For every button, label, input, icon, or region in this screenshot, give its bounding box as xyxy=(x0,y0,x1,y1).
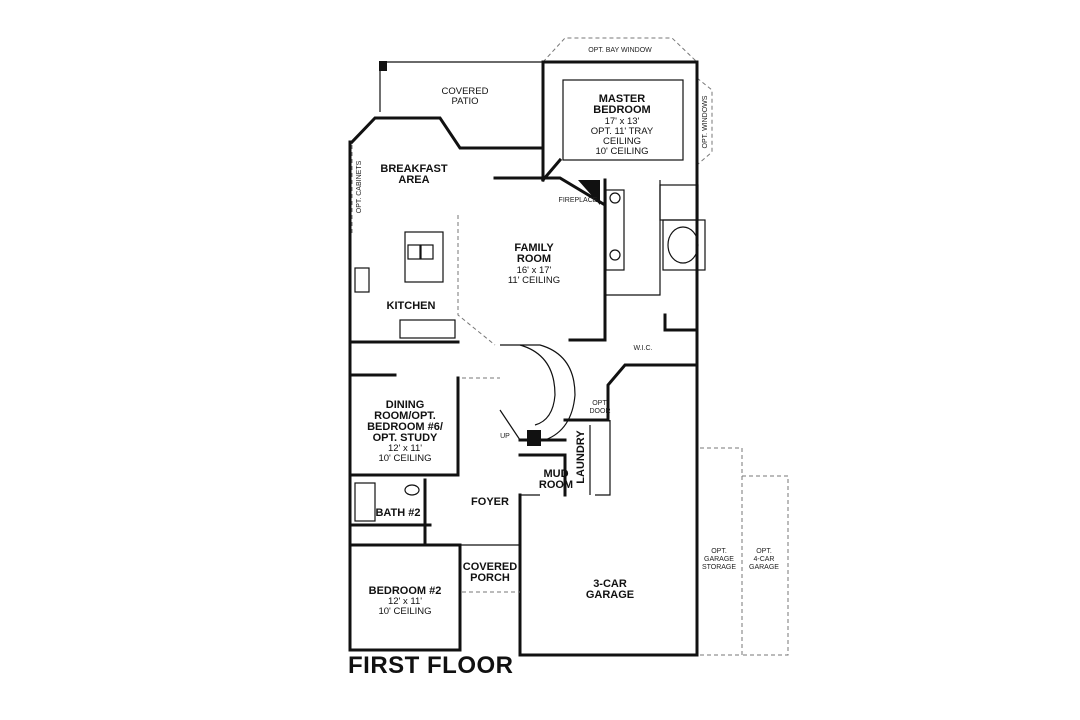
wic-note: W.I.C. xyxy=(633,345,652,352)
label-line: BEDROOM #6/ xyxy=(367,421,443,433)
label-line: 4-CAR xyxy=(753,556,774,563)
garage-storage-note: OPT. GARAGE STORAGE xyxy=(702,548,736,571)
label-line: 16' x 17' xyxy=(517,265,552,276)
label-line: OPT. xyxy=(711,548,727,555)
opt-door-note: OPT. DOOR xyxy=(590,400,611,415)
label-line: ROOM xyxy=(517,253,551,265)
label-line: ROOM/OPT. xyxy=(374,410,436,422)
bath-2-label: BATH #2 xyxy=(375,507,420,519)
label-line: COVERED xyxy=(442,86,489,97)
mud-room-label: MUD ROOM xyxy=(539,468,573,491)
optional-elements xyxy=(351,37,789,656)
label-line: BREAKFAST xyxy=(380,163,448,175)
label-line: OPT. xyxy=(592,400,608,407)
stairs-up-note: UP xyxy=(500,433,510,440)
dining-room-label: DINING ROOM/OPT. BEDROOM #6/ OPT. STUDY … xyxy=(367,399,443,464)
kitchen-label: KITCHEN xyxy=(387,300,436,312)
label-line: 11' CEILING xyxy=(508,275,560,286)
bedroom-2-label: BEDROOM #2 12' x 11' 10' CEILING xyxy=(369,585,442,617)
label-line: GARAGE xyxy=(749,564,779,571)
label-line: 10' CEILING xyxy=(378,606,431,617)
label-line: OPT. STUDY xyxy=(373,432,438,444)
label-line: PORCH xyxy=(470,572,510,584)
label-line: 10' CEILING xyxy=(595,146,648,157)
floor-title: FIRST FLOOR xyxy=(348,652,514,679)
family-room-label: FAMILY ROOM 16' x 17' 11' CEILING xyxy=(508,242,560,286)
label-line: MUD xyxy=(543,468,568,480)
label-line: COVERED xyxy=(463,561,517,573)
breakfast-area-label: BREAKFAST AREA xyxy=(380,163,448,186)
bay-window-note: OPT. BAY WINDOW xyxy=(588,47,652,54)
foyer-label: FOYER xyxy=(471,496,509,508)
label-line: 17' x 13' xyxy=(605,116,640,127)
label-line: STORAGE xyxy=(702,564,736,571)
label-line: BEDROOM xyxy=(593,104,650,116)
label-line: DOOR xyxy=(590,408,611,415)
opt-cabinets-note: OPT. CABINETS xyxy=(356,160,363,213)
label-line: 12' x 11' xyxy=(388,596,422,607)
label-line: PATIO xyxy=(451,96,478,107)
master-bedroom-label: MASTER BEDROOM 17' x 13' OPT. 11' TRAY C… xyxy=(591,93,654,157)
label-line: AREA xyxy=(398,174,429,186)
garage-label: 3-CAR GARAGE xyxy=(586,578,634,601)
label-line: ROOM xyxy=(539,479,573,491)
label-line: OPT. xyxy=(756,548,772,555)
label-line: GARAGE xyxy=(586,589,634,601)
label-line: 10' CEILING xyxy=(378,453,431,464)
label-line: 12' x 11' xyxy=(388,443,422,454)
label-line: DINING xyxy=(386,399,425,411)
label-line: OPT. 11' TRAY xyxy=(591,126,654,137)
four-car-garage-note: OPT. 4-CAR GARAGE xyxy=(749,548,779,571)
opt-windows-note: OPT. WINDOWS xyxy=(702,95,709,148)
covered-patio-label: COVERED PATIO xyxy=(442,86,489,107)
covered-porch-label: COVERED PORCH xyxy=(463,561,517,584)
label-line: MASTER xyxy=(599,93,646,105)
label-line: CEILING xyxy=(603,136,641,147)
laundry-label: LAUNDRY xyxy=(575,430,587,484)
label-line: GARAGE xyxy=(704,556,734,563)
fireplace-note: FIREPLACE xyxy=(559,197,598,204)
walls xyxy=(348,60,706,657)
label-line: FAMILY xyxy=(514,242,554,254)
label-line: 3-CAR xyxy=(593,578,627,590)
label-line: BEDROOM #2 xyxy=(369,585,442,597)
